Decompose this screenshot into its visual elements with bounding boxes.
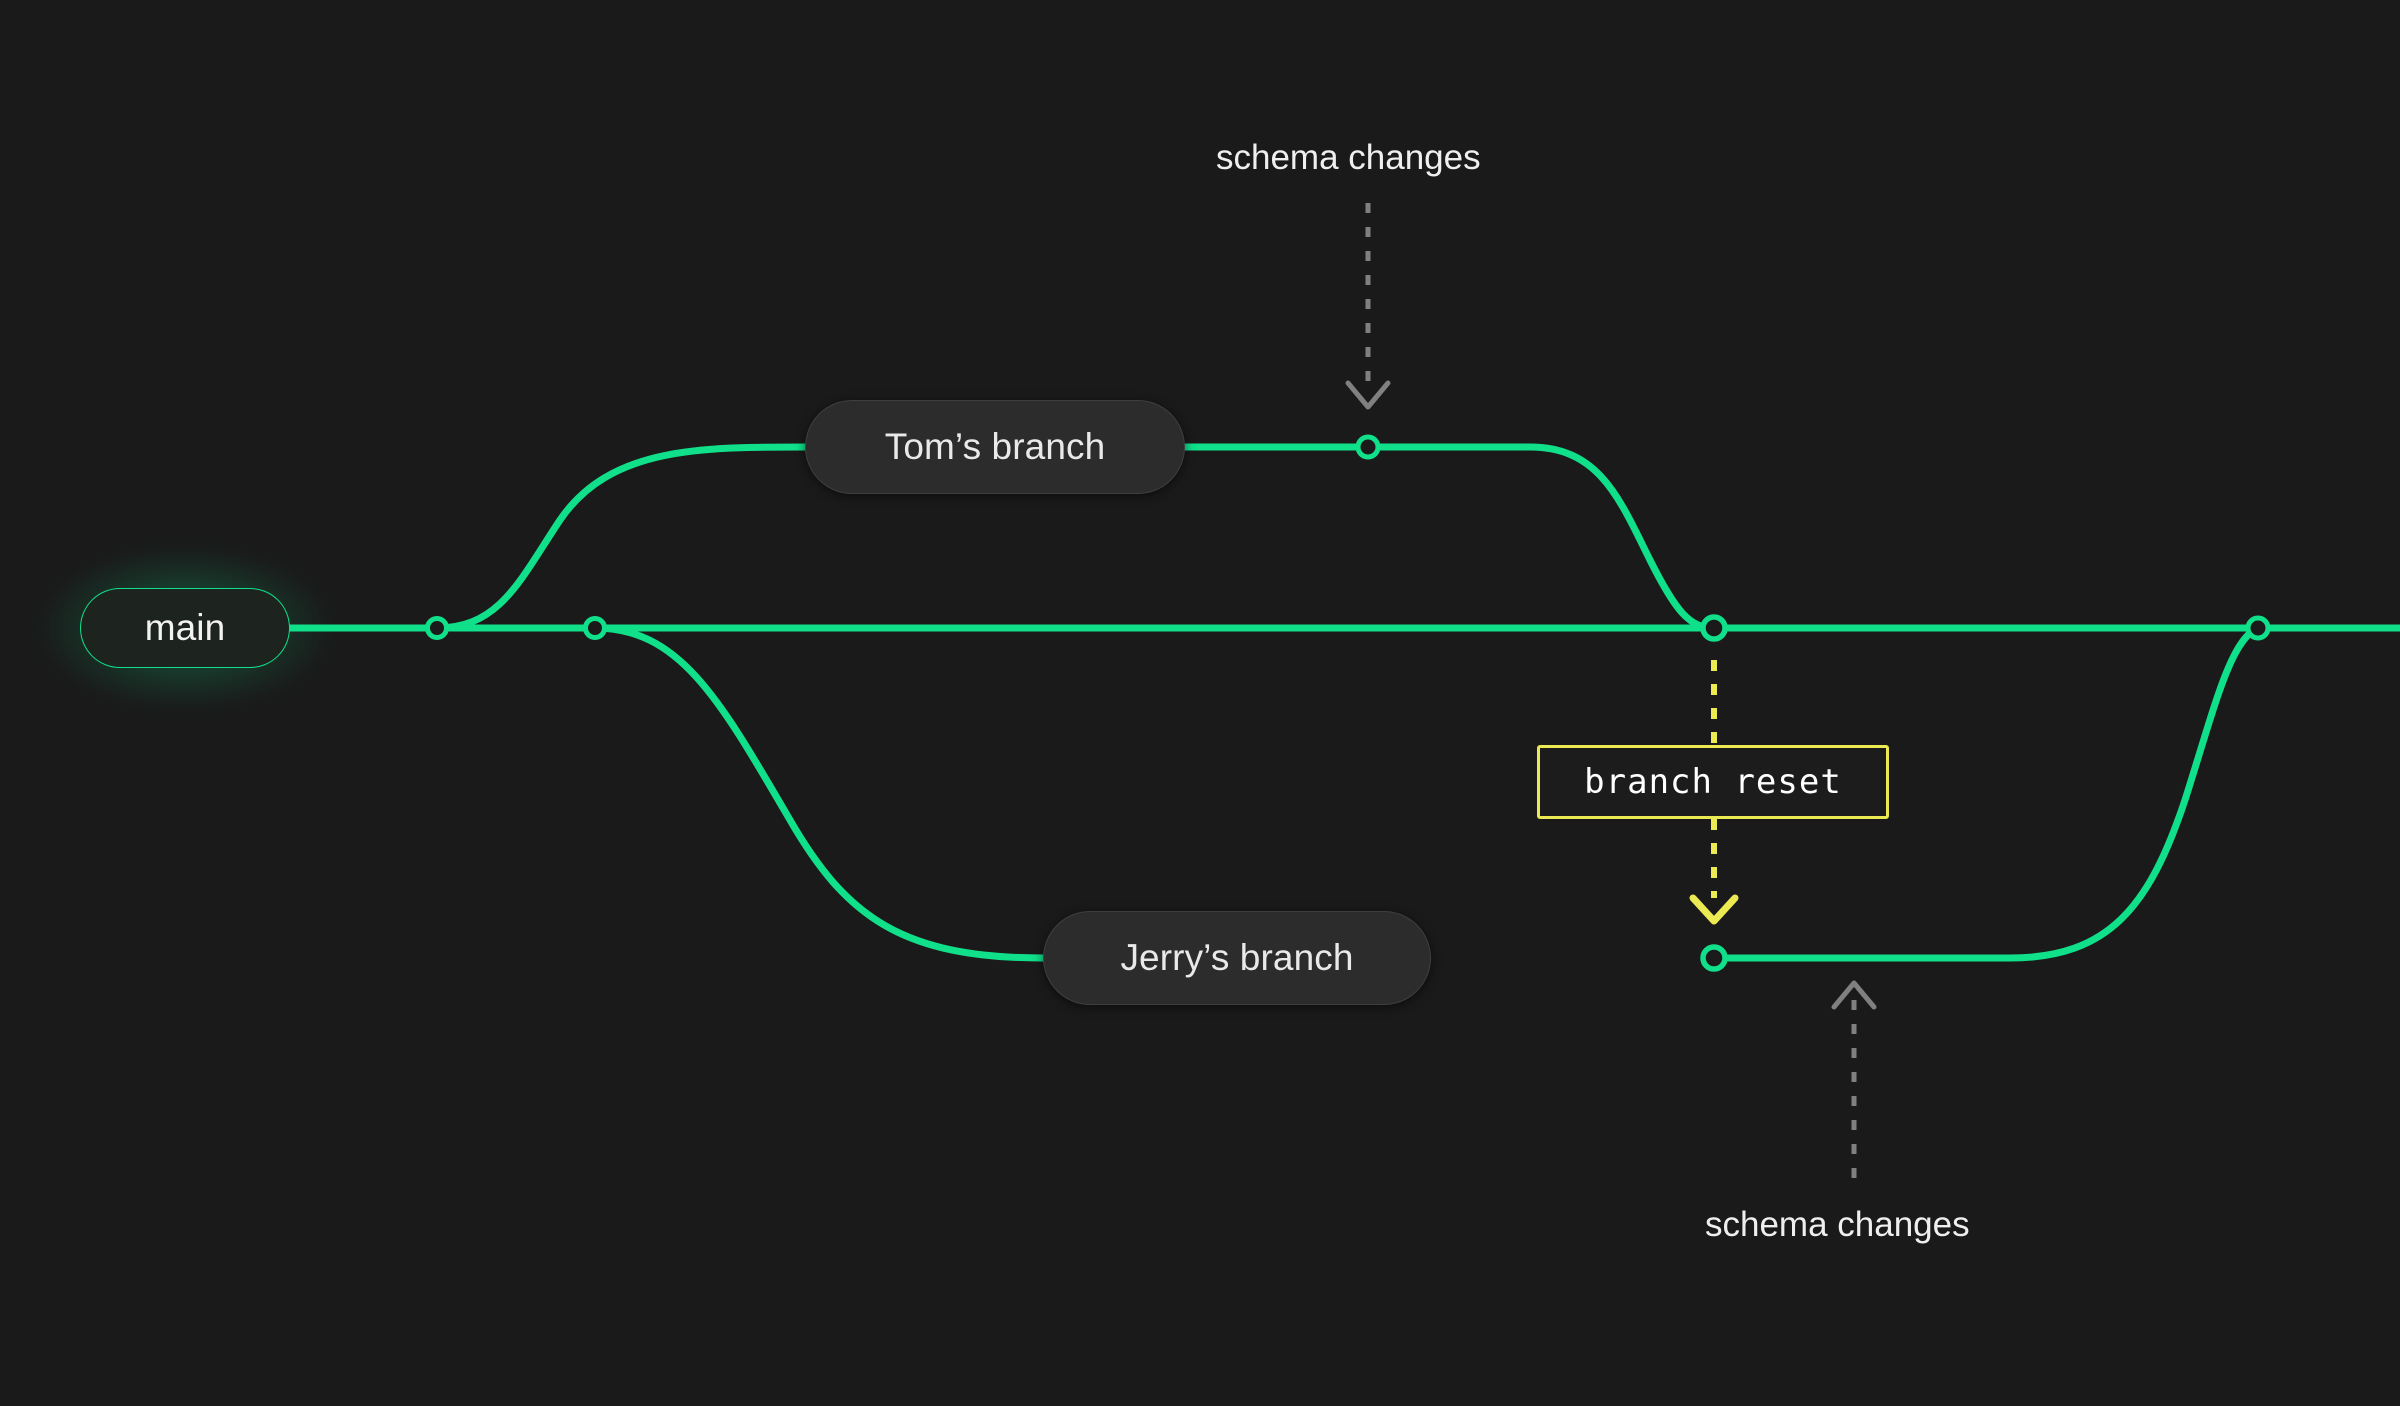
commit-node-jerry-reset[interactable] [1700, 944, 1728, 972]
commit-node-main-fork-jerry[interactable] [583, 616, 607, 640]
annotation-top-text: schema changes [1216, 138, 1481, 177]
annotation-label-schema-changes-bottom: schema changes [1705, 1205, 1970, 1245]
branch-pill-tom-label: Tom’s branch [884, 426, 1106, 467]
commit-node-main-merge-jerry[interactable] [2245, 615, 2271, 641]
annotation-label-schema-changes-top: schema changes [1216, 138, 1481, 178]
annotation-bottom-text: schema changes [1705, 1205, 1970, 1244]
commit-node-main-fork-tom[interactable] [425, 616, 449, 640]
reset-arrowhead-icon [1689, 894, 1739, 925]
branch-reset-badge-label: branch reset [1584, 762, 1842, 802]
arrow-up-icon [1831, 980, 1877, 1010]
tom-branch-line [433, 443, 1718, 632]
commit-nodes [425, 434, 2271, 972]
annotation-arrow-bottom [1831, 980, 1877, 1178]
commit-node-tom-schema[interactable] [1355, 434, 1381, 460]
branch-pill-main-label: main [144, 607, 226, 648]
commit-node-main-merge-tom[interactable] [1700, 614, 1728, 642]
branch-pill-jerry-label: Jerry’s branch [1120, 937, 1354, 978]
jerry-merge-back [1710, 624, 2262, 962]
arrow-down-icon [1345, 380, 1391, 410]
branch-reset-badge[interactable]: branch reset [1537, 745, 1889, 819]
annotation-arrow-top [1345, 203, 1391, 410]
branch-pill-tom[interactable]: Tom’s branch [805, 400, 1185, 494]
branch-pill-main[interactable]: main [80, 588, 290, 668]
branch-reset-connector [1689, 660, 1739, 925]
branch-pill-jerry[interactable]: Jerry’s branch [1043, 911, 1431, 1005]
jerry-branch-line [591, 624, 2262, 962]
